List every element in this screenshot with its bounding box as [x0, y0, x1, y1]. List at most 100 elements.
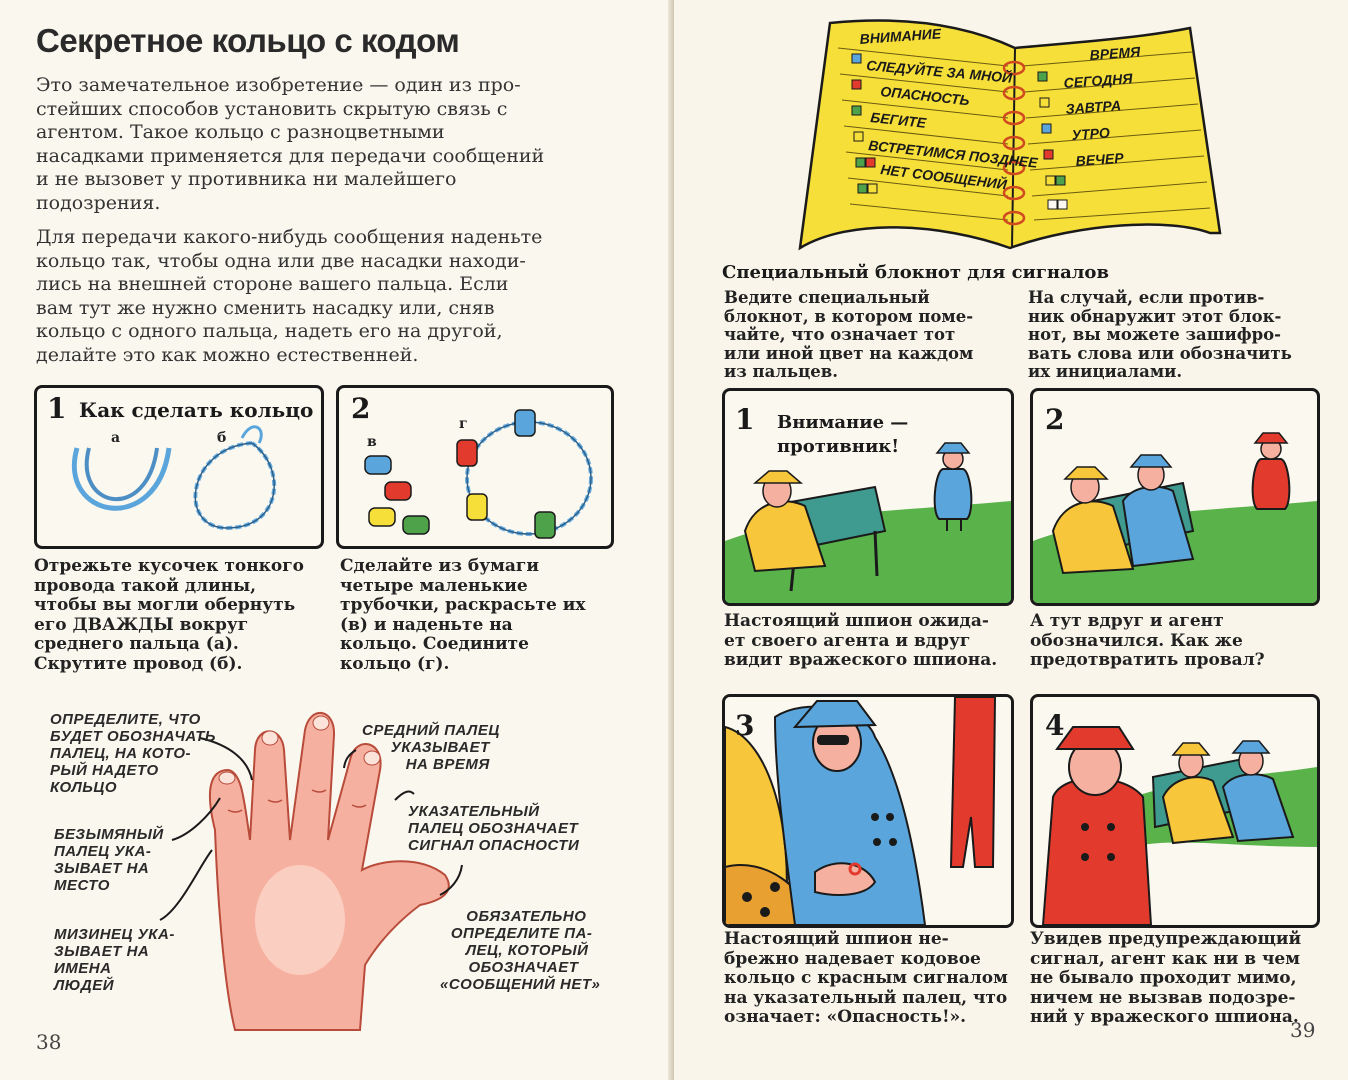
intro-line: агентом. Такое кольцо с разноцветными — [36, 121, 445, 143]
note-line: МЕСТО — [54, 877, 110, 894]
note-ring-finger-meaning: ОПРЕДЕЛИТЕ, ЧТО БУДЕТ ОБОЗНАЧАТЬ ПАЛЕЦ, … — [50, 711, 216, 796]
notebook-word: ВНИМАНИЕ — [859, 25, 942, 47]
note-line: ЛЕЦ, КОТОРЫЙ — [465, 942, 589, 959]
note-line: ОБОЗНАЧАЕТ — [468, 959, 579, 976]
speech-line: противник! — [777, 436, 900, 457]
comic-panel-2: 2 — [1030, 388, 1320, 606]
caption-line: блокнот, в котором поме- — [724, 306, 974, 326]
instruction-line: вам тут же нужно сменить насадку или, сн… — [36, 296, 495, 319]
note-line: ПАЛЕЦ УКА- — [54, 843, 152, 860]
wire-illustration — [72, 425, 277, 531]
page-title: Секретное кольцо с кодом — [36, 22, 460, 59]
caption-line: означает: «Опасность!». — [724, 1007, 967, 1027]
caption-line: На случай, если против- — [1028, 288, 1265, 307]
note-ring-finger: БЕЗЫМЯНЫЙ ПАЛЕЦ УКА- ЗЫВАЕТ НА МЕСТО — [54, 826, 164, 894]
caption-line: ник обнаружит этот блок- — [1028, 306, 1282, 326]
instruction-line: кольцо с одного пальца, надеть его на др… — [36, 320, 503, 342]
comic-caption-2: А тут вдруг и агент обозначился. Как же … — [1030, 611, 1265, 671]
instruction-line: Для передачи какого-нибудь сообщения над… — [36, 226, 543, 248]
right-page: ВНИМАНИЕ СЛЕДУЙТЕ ЗА МНОЙ ОПАСНОСТЬ БЕГИ… — [674, 0, 1348, 1080]
note-line: УКАЗАТЕЛЬНЫЙ — [408, 803, 540, 820]
caption-line: брежно надевает кодовое — [724, 948, 981, 969]
note-line: БЕЗЫМЯНЫЙ — [54, 826, 164, 843]
caption-line: их инициалами. — [1028, 362, 1183, 381]
scene-park-bench — [725, 442, 1011, 603]
caption-line: трубочки, раскрасьте их — [340, 595, 586, 615]
caption-line: ничем не вызвав подозре- — [1030, 987, 1296, 1008]
intro-line: Это замечательное изобретение — один из … — [36, 74, 521, 96]
caption-line: четыре маленькие — [340, 575, 528, 596]
comic-panel-1: 1 Внимание — противник! — [722, 388, 1014, 606]
note-line: ЗЫВАЕТ НА — [54, 943, 150, 960]
caption-line: кольцо. Соедините — [340, 634, 529, 654]
panel-number: 2 — [1045, 403, 1065, 436]
note-line: НА ВРЕМЯ — [405, 756, 490, 773]
instruction-line: кольцо так, чтобы одна или две насадки н… — [36, 249, 526, 272]
left-page: Секретное кольцо с кодом Это замечательн… — [34, 22, 614, 1054]
scene-agent-appears — [1033, 432, 1317, 603]
note-line: ОБЯЗАТЕЛЬНО — [466, 908, 587, 925]
note-line: ИМЕНА — [54, 960, 112, 977]
beads-illustration — [364, 409, 593, 539]
note-no-messages: ОБЯЗАТЕЛЬНО ОПРЕДЕЛИТЕ ПА- ЛЕЦ, КОТОРЫЙ … — [440, 908, 600, 993]
comic-panel-4: 4 — [1030, 694, 1320, 928]
scene-ring-closeup — [725, 697, 1011, 925]
panel-number: 1 — [47, 392, 67, 425]
note-little-finger: МИЗИНЕЦ УКА- ЗЫВАЕТ НА ИМЕНА ЛЮДЕЙ — [54, 926, 175, 994]
caption-line: его ДВАЖДЫ вокруг — [34, 614, 249, 635]
caption-line: сигнал, агент как ни в чем — [1030, 948, 1301, 969]
label-a: а — [111, 430, 121, 446]
note-middle-finger: СРЕДНИЙ ПАЛЕЦ УКАЗЫВАЕТ НА ВРЕМЯ — [362, 722, 500, 773]
note-line: УКАЗЫВАЕТ — [390, 739, 490, 756]
caption-line: кольцо с красным сигналом — [724, 968, 1008, 988]
notebook-word: СЕГОДНЯ — [1063, 70, 1134, 91]
note-line: ОПРЕДЕЛИТЕ ПА- — [450, 925, 593, 942]
speech-text: Внимание — противник! — [777, 411, 908, 459]
comic-panel-3: 3 — [722, 694, 1014, 928]
note-line: СИГНАЛ ОПАСНОСТИ — [408, 837, 580, 854]
instruction-line: лись на внешней стороне вашего пальца. Е… — [36, 273, 509, 295]
caption-line: из пальцев. — [724, 362, 839, 381]
caption-line: не бывало проходит мимо, — [1030, 968, 1297, 988]
signal-notebook: ВНИМАНИЕ СЛЕДУЙТЕ ЗА МНОЙ ОПАСНОСТЬ БЕГИ… — [798, 19, 1222, 251]
panel-number: 3 — [735, 709, 755, 742]
note-line: ЛЮДЕЙ — [54, 977, 115, 994]
caption-panel-1: Отрежьте кусочек тонкого провода такой д… — [34, 556, 305, 674]
scene-agent-walks-by — [1041, 726, 1317, 925]
intro-line: и не вызовет у противника ни малейшего — [36, 168, 457, 190]
notebook-text-2: На случай, если против- ник обнаружит эт… — [1028, 288, 1292, 382]
caption-line: предотвратить провал? — [1030, 650, 1265, 670]
caption-line: Ведите специальный — [724, 288, 930, 307]
caption-line: Отрежьте кусочек тонкого — [34, 556, 305, 576]
speech-line: Внимание — — [777, 412, 909, 433]
notebook-word: УТРО — [1071, 124, 1110, 143]
notebook-word: БЕГИТЕ — [870, 109, 928, 131]
note-line: СРЕДНИЙ ПАЛЕЦ — [362, 722, 500, 739]
caption-line: Скрутите провод (б). — [34, 653, 243, 674]
hand-illustration — [159, 711, 463, 1031]
intro-line: стейших способов установить скрытую связ… — [36, 97, 508, 120]
intro-line: подозрения. — [36, 191, 161, 214]
note-line: МИЗИНЕЦ УКА- — [54, 926, 175, 943]
comic-caption-1: Настоящий шпион ожида- ет своего агента … — [724, 611, 998, 671]
notebook-word: ВРЕМЯ — [1089, 43, 1141, 63]
caption-line: видит вражеского шпиона. — [724, 650, 998, 670]
caption-line: среднего пальца (а). — [34, 634, 239, 654]
label-g: г — [459, 416, 468, 432]
note-line: ОПРЕДЕЛИТЕ, ЧТО — [50, 711, 201, 728]
caption-line: Настоящий шпион не- — [724, 929, 949, 949]
caption-line: или иной цвет на каждом — [724, 343, 974, 363]
panel-number: 1 — [735, 403, 755, 436]
page-number-left: 38 — [36, 1030, 62, 1054]
caption-line: кольцо (г). — [340, 653, 450, 674]
comic-caption-3: Настоящий шпион не- брежно надевает кодо… — [724, 929, 1008, 1028]
caption-line: провода такой длины, — [34, 575, 257, 596]
caption-line: нот, вы можете зашифро- — [1028, 325, 1281, 344]
note-line: РЫЙ НАДЕТО — [50, 762, 159, 779]
note-line: ЗЫВАЕТ НА — [54, 860, 150, 877]
note-index-finger: УКАЗАТЕЛЬНЫЙ ПАЛЕЦ ОБОЗНАЧАЕТ СИГНАЛ ОПА… — [408, 803, 579, 854]
caption-line: ний у вражеского шпиона. — [1030, 1007, 1299, 1027]
caption-line: чайте, что означает тот — [724, 325, 956, 344]
caption-line: обозначился. Как же — [1030, 630, 1243, 651]
caption-line: А тут вдруг и агент — [1030, 611, 1224, 631]
